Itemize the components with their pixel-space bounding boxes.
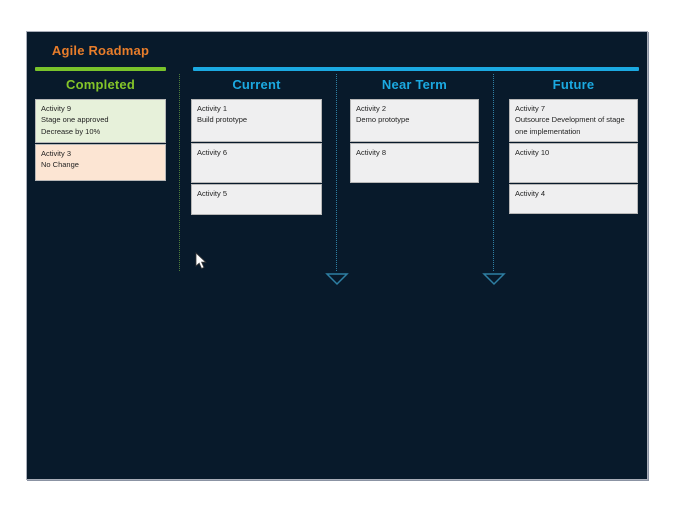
timeline-accent-rule bbox=[193, 67, 639, 71]
card-line: Activity 1 bbox=[197, 104, 228, 113]
card-line: Activity 5 bbox=[197, 189, 228, 198]
mouse-cursor bbox=[195, 252, 207, 270]
activity-card[interactable]: Activity 10 bbox=[509, 143, 638, 183]
card-line: Activity 2 bbox=[356, 104, 387, 113]
completed-accent-rule bbox=[35, 67, 166, 71]
dotted-separator-completed bbox=[179, 74, 180, 271]
activity-card[interactable]: Activity 3 No Change bbox=[35, 144, 166, 181]
activity-card[interactable]: Activity 8 bbox=[350, 143, 479, 183]
card-line: Activity 10 bbox=[515, 148, 550, 157]
dotted-separator-current bbox=[336, 74, 337, 271]
card-line: Decrease by 10% bbox=[41, 126, 101, 136]
card-line: Activity 4 bbox=[515, 189, 546, 198]
roadmap-panel: Agile Roadmap Completed Activity 9 Stage … bbox=[26, 31, 648, 480]
column-header-completed: Completed bbox=[66, 77, 135, 92]
card-line: Activity 9 bbox=[41, 104, 72, 113]
column-future: Future Activity 7 Outsource Development o… bbox=[509, 76, 638, 214]
card-line: Demo prototype bbox=[356, 115, 410, 125]
down-arrow-icon bbox=[325, 273, 349, 286]
activity-card[interactable]: Activity 5 bbox=[191, 184, 322, 215]
down-arrow-icon bbox=[482, 273, 506, 286]
card-line: Activity 3 bbox=[41, 149, 72, 158]
activity-card[interactable]: Activity 7 Outsource Development of stage… bbox=[509, 99, 638, 142]
activity-card[interactable]: Activity 4 bbox=[509, 184, 638, 214]
card-line: Activity 6 bbox=[197, 148, 228, 157]
card-line: Build prototype bbox=[197, 115, 248, 125]
card-line: Stage one approved bbox=[41, 115, 109, 125]
page-title: Agile Roadmap bbox=[51, 43, 150, 58]
card-line: Activity 7 bbox=[515, 104, 546, 113]
column-header-future: Future bbox=[552, 77, 595, 92]
column-header-near-term: Near Term bbox=[381, 77, 448, 92]
dotted-separator-near-term bbox=[493, 74, 494, 271]
activity-card[interactable]: Activity 2 Demo prototype bbox=[350, 99, 479, 142]
column-header-current: Current bbox=[232, 77, 281, 92]
activity-card[interactable]: Activity 1 Build prototype bbox=[191, 99, 322, 142]
activity-card[interactable]: Activity 6 bbox=[191, 143, 322, 183]
card-line: Activity 8 bbox=[356, 148, 387, 157]
card-line: Outsource Development of stage one imple… bbox=[515, 115, 625, 136]
future-card-list: Activity 7 Outsource Development of stage… bbox=[509, 99, 638, 214]
card-line: No Change bbox=[41, 160, 79, 170]
